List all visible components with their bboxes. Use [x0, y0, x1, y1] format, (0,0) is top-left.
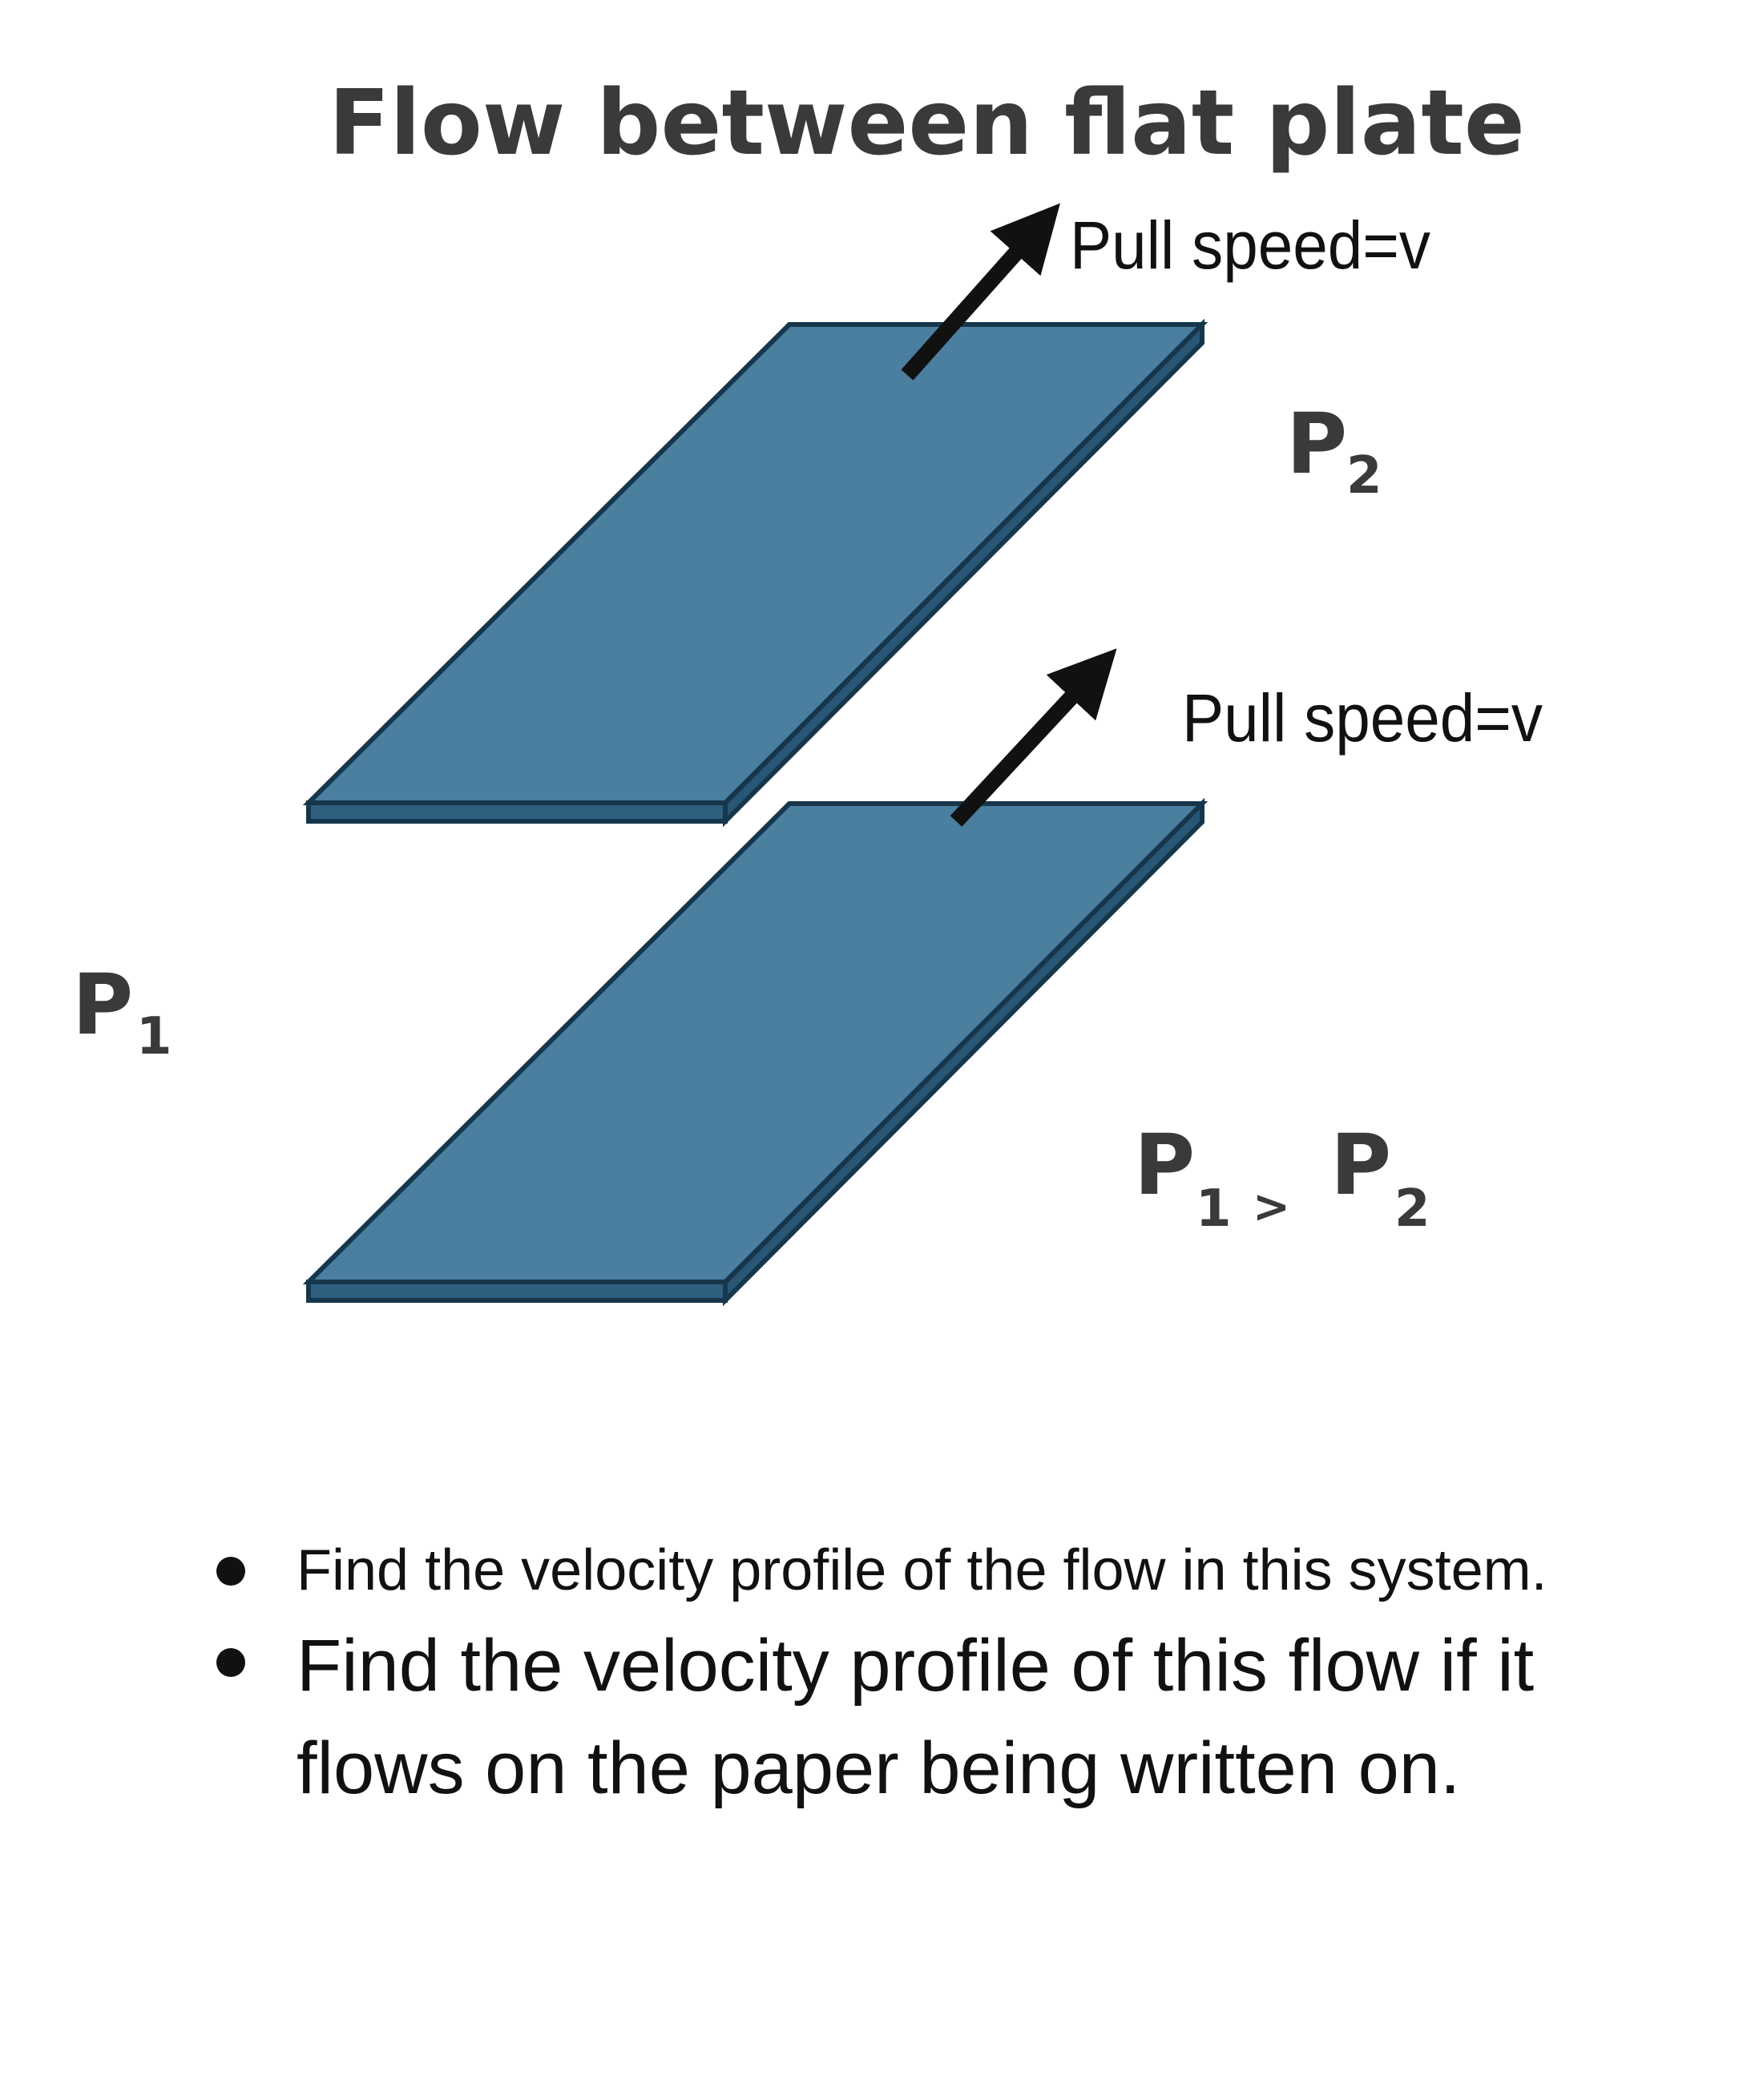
- pressure-label-p2: P 2: [1286, 395, 1382, 506]
- question-item: Find the velocity profile of the flow in…: [208, 1534, 1571, 1606]
- diagram-title: Flow between flat plate: [329, 71, 1525, 175]
- question-text: Find the velocity profile of this flow i…: [297, 1625, 1535, 1809]
- svg-text:P: P: [72, 956, 133, 1054]
- svg-text:2: 2: [1394, 1179, 1430, 1239]
- question-text: Find the velocity profile of the flow in…: [297, 1538, 1547, 1602]
- svg-text:P: P: [1330, 1116, 1391, 1214]
- svg-text:2: 2: [1346, 446, 1382, 506]
- bottom-plate-pull-speed-label: Pull speed=v: [1182, 680, 1543, 756]
- bottom-plate: [302, 797, 1208, 1307]
- top-plate-pull-arrow-icon: [901, 203, 1060, 381]
- svg-text:1: 1: [136, 1007, 172, 1066]
- svg-text:>: >: [1253, 1181, 1290, 1233]
- bottom-plate-pull-arrow-icon: [950, 648, 1117, 827]
- top-plate-face: [302, 322, 1208, 805]
- top-plate: [302, 318, 1208, 828]
- top-plate-pull-speed-label: Pull speed=v: [1070, 208, 1430, 283]
- svg-text:1: 1: [1196, 1179, 1232, 1239]
- bottom-plate-front-edge: [306, 1280, 728, 1303]
- pressure-label-p1: P 1: [72, 956, 172, 1066]
- question-list: Find the velocity profile of the flow in…: [208, 1534, 1571, 1820]
- question-item: Find the velocity profile of this flow i…: [208, 1614, 1571, 1820]
- svg-text:P: P: [1134, 1116, 1195, 1214]
- svg-text:P: P: [1286, 395, 1347, 493]
- top-plate-front-edge: [306, 800, 728, 824]
- pressure-relation: P 1 > P 2: [1134, 1116, 1430, 1239]
- bottom-plate-face: [302, 801, 1208, 1284]
